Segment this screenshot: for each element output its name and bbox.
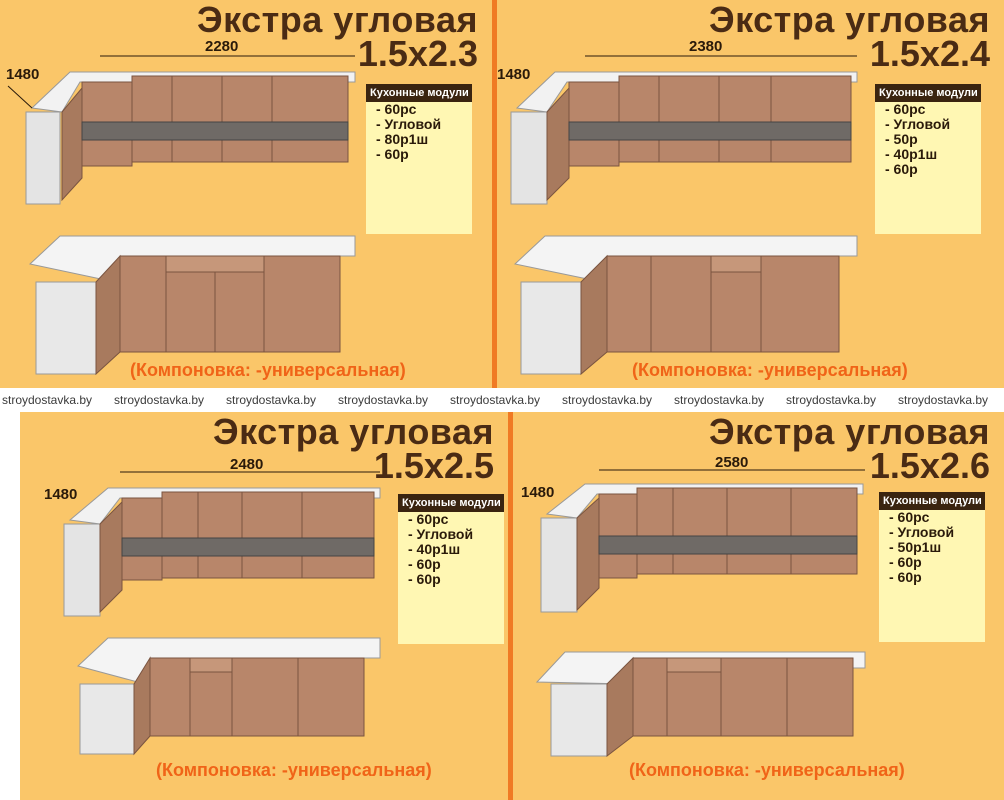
watermark: stroydostavka.by	[450, 393, 541, 407]
watermark: stroydostavka.by	[786, 393, 877, 407]
watermark: stroydostavka.by	[562, 393, 653, 407]
watermark: stroydostavka.by	[674, 393, 765, 407]
kitchen-panel-2: Экстра угловая 1.5x2.4 2380 1480 Кухонны…	[497, 0, 1004, 388]
modules-header: Кухонные модули	[879, 492, 985, 510]
module-item: - 80р1ш	[376, 131, 429, 147]
width-dimension: 2580	[715, 454, 749, 471]
module-item: - 40р1ш	[408, 541, 461, 557]
modules-header: Кухонные модули	[875, 84, 981, 102]
module-item: - 50р1ш	[889, 539, 942, 555]
divider	[508, 412, 513, 800]
kitchen-panel-3: Экстра угловая 1.5x2.5 2480 1480 Кухонны…	[20, 412, 508, 800]
watermark: stroydostavka.by	[226, 393, 317, 407]
divider	[492, 0, 497, 388]
panel-title: Экстра угловая	[212, 412, 494, 452]
panel-size: 1.5x2.6	[869, 445, 990, 486]
width-dimension: 2380	[689, 38, 723, 55]
module-item: - Угловой	[885, 116, 951, 132]
module-item: - 60рс	[376, 101, 417, 117]
module-item: - 40р1ш	[885, 146, 938, 162]
watermark: stroydostavka.by	[114, 393, 205, 407]
watermark: stroydostavka.by	[338, 393, 429, 407]
depth-dimension: 1480	[44, 486, 78, 503]
modules-header: Кухонные модули	[398, 494, 504, 512]
depth-dimension: 1480	[521, 484, 555, 501]
module-item: - 60рс	[885, 101, 926, 117]
layout-label: (Компоновка: -универсальная)	[629, 760, 905, 780]
module-item: - 60рс	[408, 511, 449, 527]
panel-title: Экстра угловая	[708, 412, 990, 452]
module-item: - Угловой	[889, 524, 955, 540]
module-item: - 60рс	[889, 509, 930, 525]
panel-size: 1.5x2.5	[373, 445, 494, 486]
kitchen-illustration	[7, 55, 356, 376]
width-dimension: 2280	[205, 38, 239, 55]
layout-label: (Компоновка: -универсальная)	[130, 360, 406, 380]
module-item: - Угловой	[408, 526, 474, 542]
layout-label: (Компоновка: -универсальная)	[632, 360, 908, 380]
depth-dimension: 1480	[497, 66, 531, 83]
module-item: - 60р	[885, 161, 918, 177]
layout-label: (Компоновка: -универсальная)	[156, 760, 432, 780]
panel-size: 1.5x2.3	[357, 33, 478, 74]
module-item: - 50р	[885, 131, 918, 147]
watermark: stroydostavka.by	[2, 393, 93, 407]
module-item: - 60р	[889, 554, 922, 570]
panel-title: Экстра угловая	[708, 0, 990, 40]
kitchen-illustration	[63, 471, 381, 756]
module-item: - Угловой	[376, 116, 442, 132]
module-item: - 60р	[376, 146, 409, 162]
modules-header: Кухонные модули	[366, 84, 472, 102]
panel-title: Экстра угловая	[196, 0, 478, 40]
kitchen-illustration	[535, 469, 866, 758]
modules-box: Кухонные модули - 60рс - Угловой - 80р1ш…	[366, 84, 472, 234]
depth-dimension: 1480	[6, 66, 40, 83]
modules-box: Кухонные модули - 60рс - Угловой - 50р1ш…	[879, 492, 985, 642]
modules-box: Кухонные модули - 60рс - Угловой - 50р -…	[875, 84, 981, 234]
modules-box: Кухонные модули - 60рс - Угловой - 40р1ш…	[398, 494, 504, 644]
kitchen-panel-1: Экстра угловая 1.5x2.3 2280 1480 Кухонны…	[0, 0, 492, 388]
kitchen-panel-4: Экстра угловая 1.5x2.6 2580 1480 Кухонны…	[513, 412, 1004, 800]
watermark: stroydostavka.by	[898, 393, 989, 407]
width-dimension: 2480	[230, 456, 264, 473]
module-item: - 60р	[408, 556, 441, 572]
module-item: - 60р	[408, 571, 441, 587]
watermark-strip: stroydostavka.by stroydostavka.by stroyd…	[0, 388, 1004, 412]
module-item: - 60р	[889, 569, 922, 585]
panel-size: 1.5x2.4	[869, 33, 990, 74]
kitchen-illustration	[510, 55, 858, 376]
